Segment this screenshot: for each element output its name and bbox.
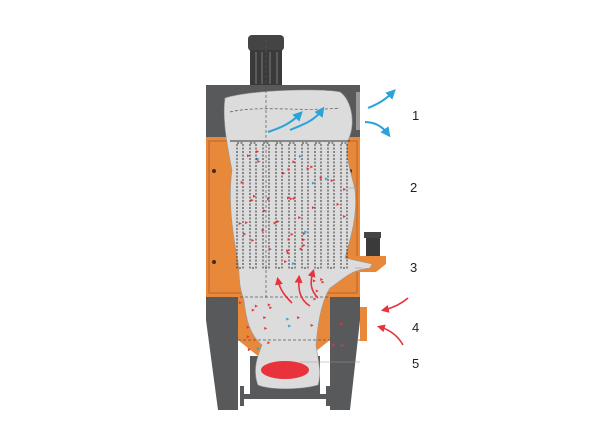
label-1: 1 <box>412 108 420 123</box>
clean-air-arrows <box>267 89 396 138</box>
dust-particle <box>320 278 324 282</box>
filter-cartridge <box>340 142 348 269</box>
dust-particle <box>268 247 272 251</box>
dust-particle <box>302 238 306 242</box>
dust-particle <box>299 247 303 251</box>
dust-particle <box>310 323 314 327</box>
exhaust-grille <box>356 92 360 130</box>
dust-particle <box>245 221 249 225</box>
filter-cartridge <box>301 142 309 269</box>
dust-particle <box>297 316 301 320</box>
dust-particle <box>341 343 345 347</box>
dust-particle <box>343 187 347 191</box>
dust-particle <box>324 177 328 181</box>
dust-particle <box>287 196 291 200</box>
dust-particle <box>269 306 273 310</box>
dust-particle <box>284 260 288 264</box>
dust-particle <box>311 206 315 210</box>
dust-particle <box>256 150 260 154</box>
filter-cartridge <box>249 142 257 269</box>
dust-particle <box>291 262 295 266</box>
label-3: 3 <box>410 260 418 275</box>
label-5: 5 <box>412 356 420 371</box>
dust-particle <box>251 238 255 242</box>
dust-particle <box>288 324 292 328</box>
dust-particle <box>321 280 325 284</box>
dust-particle <box>252 194 256 198</box>
dust-particle <box>319 176 323 180</box>
dust-particle <box>304 230 308 234</box>
dust-particle <box>282 171 286 175</box>
label-4: 4 <box>412 320 420 335</box>
dust-particle <box>312 279 316 283</box>
dust-particle <box>251 308 255 312</box>
dust-particle <box>273 221 277 225</box>
dust-particle <box>339 322 343 326</box>
dust-particle <box>256 347 260 351</box>
filter-cartridge <box>275 142 283 269</box>
dust-particle <box>264 326 268 330</box>
dust-particle <box>246 154 250 158</box>
dust-particle <box>302 243 306 247</box>
dust-particle <box>286 317 290 321</box>
dust-particle <box>238 301 242 305</box>
dust-particle <box>306 167 310 171</box>
dust-particle <box>315 289 319 293</box>
dust-particle <box>246 335 250 339</box>
dust-particle <box>247 348 251 352</box>
dust-particle <box>240 180 244 184</box>
filter-cartridge <box>236 142 244 269</box>
dust-particle <box>311 181 315 185</box>
dust-particle <box>238 221 242 225</box>
dust-particle <box>343 214 347 218</box>
dust-particle <box>292 160 296 164</box>
collected-dust-pile <box>261 361 309 379</box>
dust-particle <box>336 202 340 206</box>
dust-particle <box>261 228 265 232</box>
dust-particle <box>298 216 302 220</box>
dust-particle <box>267 303 271 307</box>
dust-particle <box>298 154 302 158</box>
dusty-air-arrows <box>275 268 409 346</box>
dust-particle <box>267 197 271 201</box>
dust-particle <box>246 325 250 329</box>
dust-particle <box>286 249 290 253</box>
dust-particle <box>289 197 293 201</box>
dust-particle <box>287 237 291 241</box>
dust-particle <box>276 220 280 224</box>
dust-particle <box>263 316 267 320</box>
dust-particle <box>330 179 334 183</box>
label-2: 2 <box>410 180 418 195</box>
dust-particle <box>310 165 314 169</box>
filter-cartridges <box>236 142 348 269</box>
dust-particle <box>263 209 267 213</box>
dust-particle <box>332 343 336 347</box>
filter-cartridge <box>288 142 296 269</box>
dust-particle <box>267 341 271 345</box>
dust-particles <box>238 150 347 352</box>
dust-particle <box>292 197 296 201</box>
filter-cartridge <box>314 142 322 269</box>
dust-particle <box>290 232 294 236</box>
dust-particle <box>302 232 306 236</box>
interior-cutaway <box>223 89 373 390</box>
dust-particle <box>250 198 254 202</box>
dust-particle <box>243 232 247 236</box>
dust-particle <box>257 160 261 164</box>
dust-particle <box>254 304 258 308</box>
dust-particle <box>313 297 317 301</box>
dust-particle <box>286 251 290 255</box>
filter-cartridge <box>327 142 335 269</box>
dust-particle <box>256 157 260 161</box>
dirty-air-inlet <box>360 307 367 341</box>
dust-particle <box>287 168 291 172</box>
